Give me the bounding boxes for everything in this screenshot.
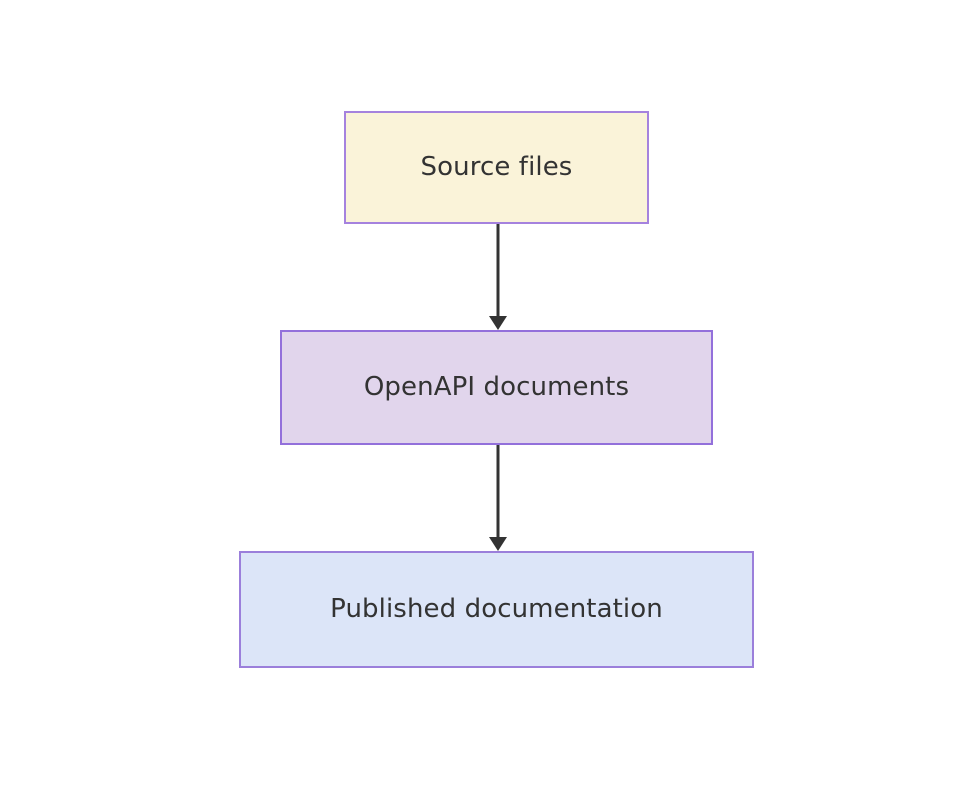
node-label: Source files xyxy=(420,151,573,182)
node-label: OpenAPI documents xyxy=(363,371,630,402)
node-source-files[interactable]: Source files xyxy=(344,111,649,224)
node-published-documentation[interactable]: Published documentation xyxy=(239,551,754,668)
node-label: Published documentation xyxy=(330,593,663,624)
arrowhead-icon xyxy=(489,537,507,551)
arrowhead-icon xyxy=(489,316,507,330)
node-openapi-documents[interactable]: OpenAPI documents xyxy=(280,330,713,445)
edge-source-to-openapi xyxy=(489,224,507,330)
edge-openapi-to-published xyxy=(489,445,507,551)
